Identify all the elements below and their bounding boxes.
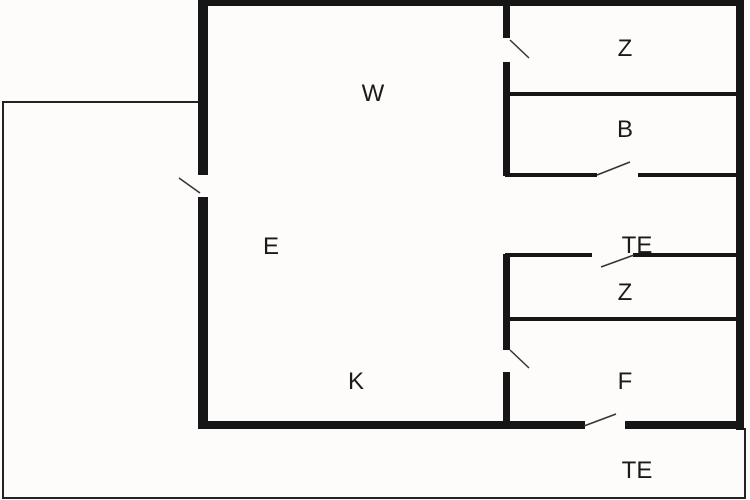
door-swing-entrance <box>178 177 201 194</box>
wall-top <box>198 0 744 6</box>
wall-inner-vertical-4 <box>503 372 510 426</box>
wall-bottom-right <box>625 421 744 429</box>
room-label-te-terrace: TE <box>621 457 653 484</box>
door-swing-z2 <box>600 254 635 268</box>
door-swing-f <box>509 349 530 369</box>
wall-z2-top-1 <box>505 253 592 257</box>
room-label-w: W <box>361 80 385 107</box>
room-label-z1: Z <box>617 35 633 62</box>
wall-left-upper <box>198 0 208 175</box>
room-label-e: E <box>262 233 280 260</box>
wall-b-bottom-1 <box>505 173 597 177</box>
room-label-z2: Z <box>617 279 633 306</box>
wall-z-b <box>510 92 738 96</box>
wall-bottom-left <box>198 421 585 429</box>
terrace-outline <box>2 101 746 499</box>
room-label-k: K <box>347 368 365 395</box>
door-swing-exit <box>583 413 617 427</box>
wall-right <box>736 0 744 430</box>
room-label-te-hall: TE <box>621 232 653 259</box>
wall-inner-vertical-3 <box>503 254 510 350</box>
wall-left-lower <box>198 197 208 429</box>
room-label-f: F <box>617 368 633 395</box>
door-swing-b <box>596 161 631 176</box>
wall-z2-top-2 <box>633 253 738 257</box>
room-label-b: B <box>616 116 634 143</box>
wall-z2-f <box>510 317 738 321</box>
wall-inner-vertical-1 <box>503 5 510 38</box>
wall-b-bottom-2 <box>638 173 738 177</box>
wall-inner-vertical-2 <box>503 62 510 176</box>
door-swing-z1 <box>509 39 530 59</box>
